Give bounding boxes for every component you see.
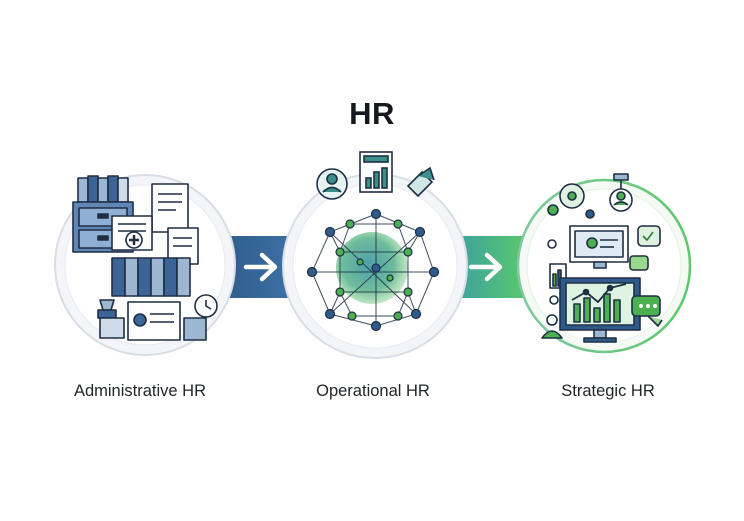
- connector-admin-to-operational: [214, 236, 305, 298]
- stage-strategic: [516, 173, 692, 354]
- workflow-arrow-icon: [406, 166, 435, 198]
- stage-label-strategic: Strategic HR: [561, 382, 655, 400]
- connector-operational-to-strategic: [452, 236, 530, 298]
- arrow-right-icon: [243, 252, 278, 282]
- stage-label-operational: Operational HR: [316, 382, 430, 400]
- paperwork-filing-icon: [72, 175, 218, 341]
- stage-operational: [282, 151, 468, 359]
- network-globe-icon: [306, 208, 440, 332]
- arrow-right-icon: [468, 252, 503, 282]
- analytics-dashboard-icon: [541, 173, 663, 343]
- stage-administrative: [54, 174, 236, 356]
- stage-label-administrative: Administrative HR: [73, 382, 207, 400]
- user-profile-icon: [316, 168, 348, 200]
- report-chart-icon: [359, 151, 393, 193]
- diagram-title: HR: [349, 96, 395, 131]
